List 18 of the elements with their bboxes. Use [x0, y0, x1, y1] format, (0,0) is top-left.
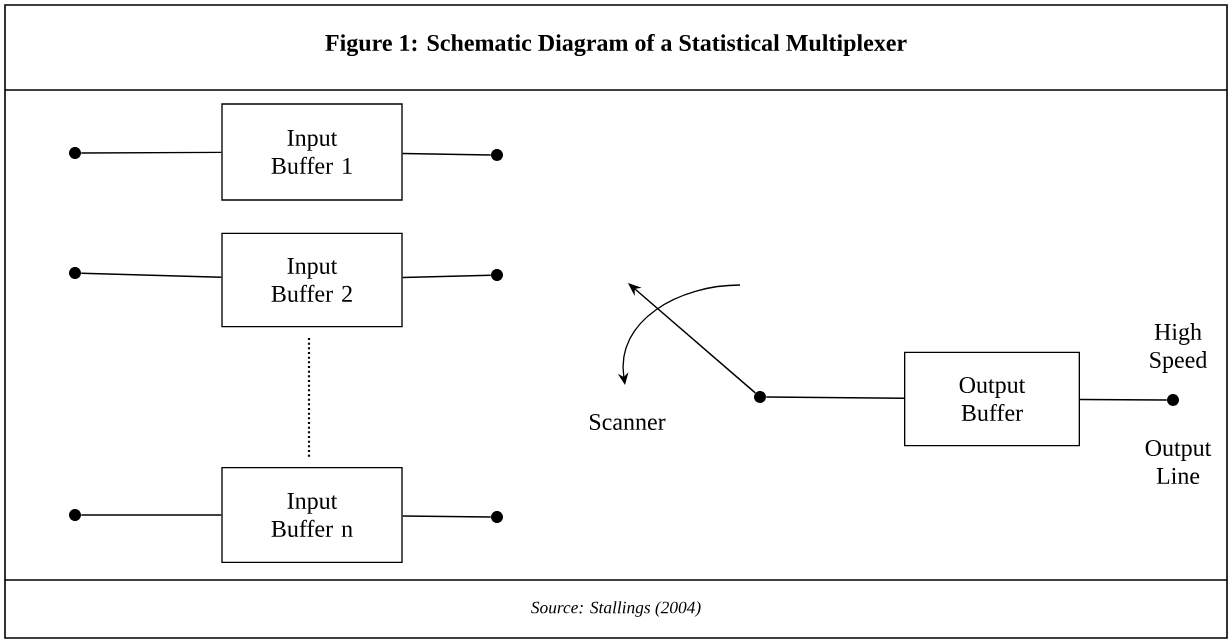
- line-label: High Speed: [1150, 323, 1208, 373]
- caption: Source: Stallings (2004): [531, 601, 701, 617]
- connector-line: [80, 151, 223, 154]
- connector-line: [765, 396, 905, 399]
- connector-line: [401, 274, 492, 279]
- title: Figure 1: Schematic Diagram of a Statistical Multiplexer: [325, 33, 907, 57]
- connector-line: [1079, 398, 1168, 401]
- buffer-box: Output Buffer: [904, 351, 1080, 447]
- buffer-box: Input Buffer 2: [221, 232, 403, 328]
- connector-line: [80, 514, 223, 516]
- connector-line: [80, 272, 223, 279]
- buffer-box: Input Buffer n: [221, 467, 403, 563]
- line-label: Output Line: [1145, 439, 1212, 485]
- label: Scanner: [589, 413, 666, 431]
- scanner-arm: [628, 283, 756, 394]
- connector-line: [401, 152, 492, 156]
- buffer-box: Input Buffer 1: [221, 103, 403, 201]
- connector-line: [401, 515, 492, 518]
